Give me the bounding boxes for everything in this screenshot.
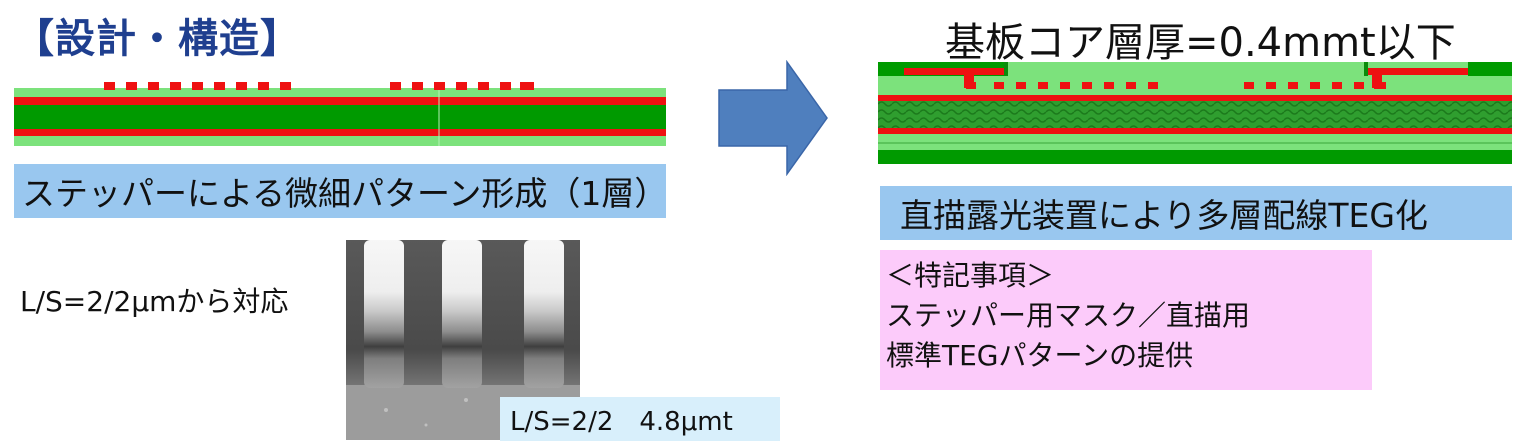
right-arrow-icon (718, 60, 828, 176)
stepper-label: ステッパーによる微細パターン形成（1層） (14, 164, 667, 218)
notes-line-2: 標準TEGパターンの提供 (886, 339, 1194, 372)
multilayer-cross-section (878, 62, 1512, 164)
single-layer-cross-section (14, 82, 666, 146)
fine-pattern-traces (104, 82, 534, 90)
notes-box: ＜特記事項＞ ステッパー用マスク／直描用 標準TEGパターンの提供 (880, 250, 1372, 390)
section-title: 【設計・構造】 (14, 16, 301, 62)
line-space-text: L/S=2/2μmから対応 (20, 285, 289, 318)
core-thickness-title: 基板コア層厚=0.4mmt以下 (945, 20, 1456, 66)
notes-heading: ＜特記事項＞ (886, 259, 1055, 292)
notes-line-1: ステッパー用マスク／直描用 (886, 299, 1251, 332)
sem-micrograph (346, 240, 580, 440)
direct-imaging-label: 直描露光装置により多層配線TEG化 (880, 186, 1512, 240)
sem-caption: L/S=2/2 4.8μmt (500, 397, 780, 441)
